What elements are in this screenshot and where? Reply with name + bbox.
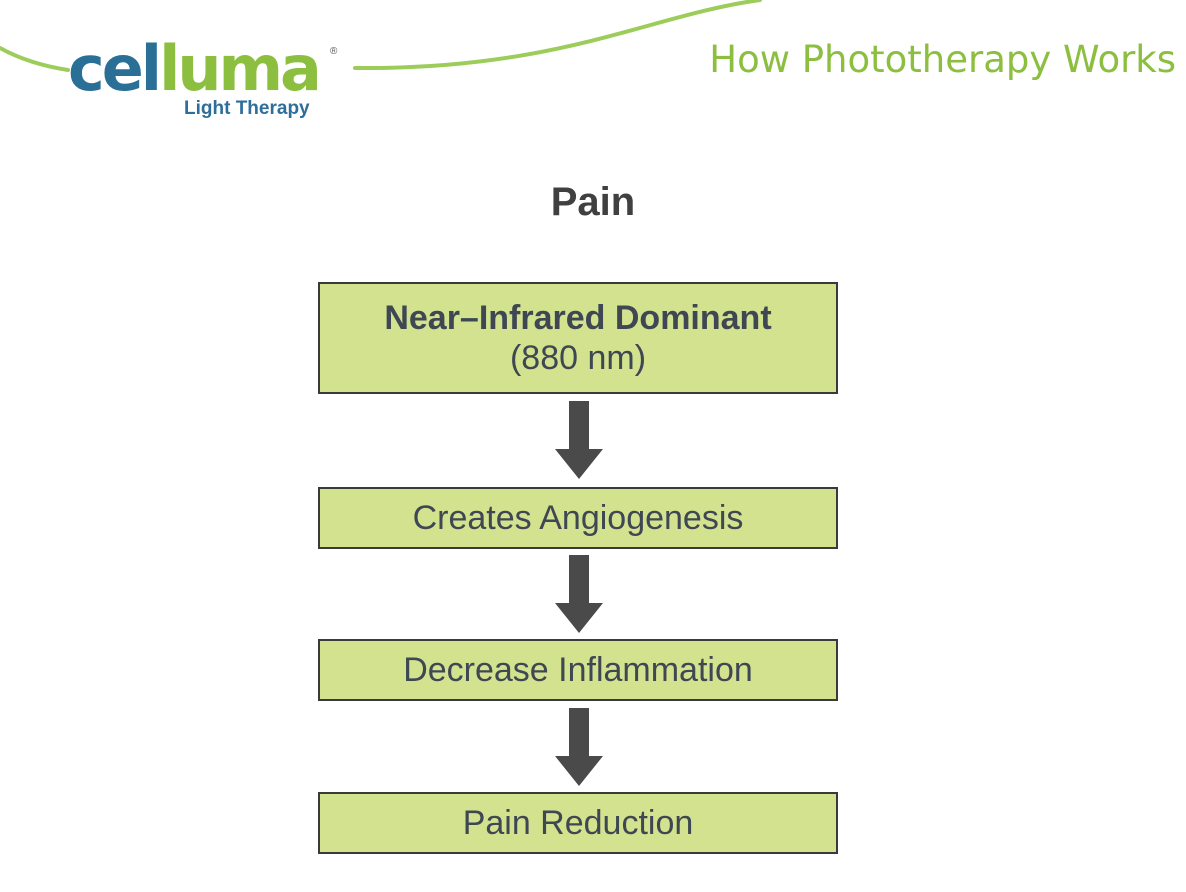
header-swoosh bbox=[0, 0, 762, 72]
down-arrow-icon bbox=[555, 555, 603, 633]
logo-subtitle: Light Therapy bbox=[184, 98, 310, 119]
swoosh-left bbox=[0, 46, 70, 72]
slide-title: Pain bbox=[550, 180, 636, 224]
flow-step-label: Creates Angiogenesis bbox=[412, 499, 744, 537]
flow-step-label: Pain Reduction bbox=[462, 804, 694, 842]
swoosh-right bbox=[353, 0, 762, 71]
down-arrow-icon bbox=[555, 708, 603, 786]
flow-step-angiogenesis: Creates Angiogenesis bbox=[318, 487, 838, 549]
flow-step-title: Near–Infrared Dominant bbox=[384, 299, 772, 337]
flow-step-subtitle: (880 nm) bbox=[509, 339, 647, 377]
header-title: How Phototherapy Works bbox=[709, 38, 1176, 81]
flow-step-near-infrared: Near–Infrared Dominant (880 nm) bbox=[318, 282, 838, 394]
logo-registered-mark: ® bbox=[330, 46, 338, 57]
flow-step-inflammation: Decrease Inflammation bbox=[318, 639, 838, 701]
down-arrow-icon bbox=[555, 401, 603, 479]
logo-wordmark-cel: cel bbox=[68, 32, 162, 105]
flow-step-pain-reduction: Pain Reduction bbox=[318, 792, 838, 854]
flow-step-label: Decrease Inflammation bbox=[403, 651, 753, 689]
logo-wordmark: celluma bbox=[68, 32, 322, 105]
logo-wordmark-luma: luma bbox=[159, 32, 322, 105]
celluma-logo: celluma ® Light Therapy bbox=[68, 34, 358, 125]
